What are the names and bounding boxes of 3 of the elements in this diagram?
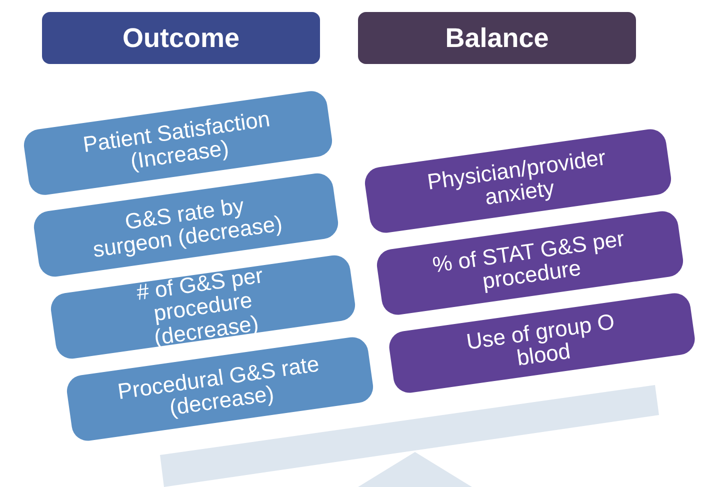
balance-header: Balance	[358, 12, 636, 64]
outcome-header: Outcome	[42, 12, 320, 64]
outcome-measure-card: Patient Satisfaction (Increase)	[22, 89, 334, 197]
